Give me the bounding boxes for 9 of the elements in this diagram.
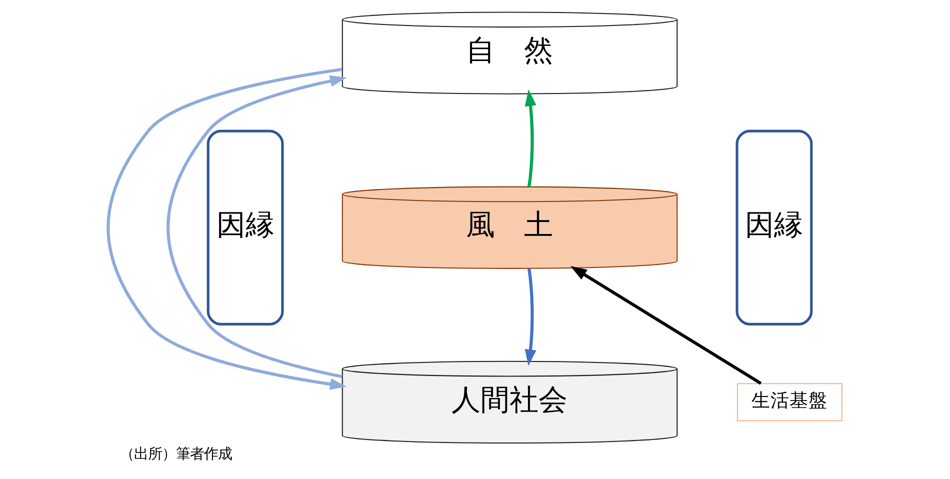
arrow [106,68,347,390]
caption: （出所）筆者作成 [120,446,232,463]
arrow [166,75,347,378]
node-box: 因縁 [206,130,284,326]
arrow [524,89,536,187]
arrow [570,266,762,385]
arrow [524,268,536,366]
node-box: 因縁 [736,130,813,326]
node-box: 生活基盤 [737,383,842,422]
